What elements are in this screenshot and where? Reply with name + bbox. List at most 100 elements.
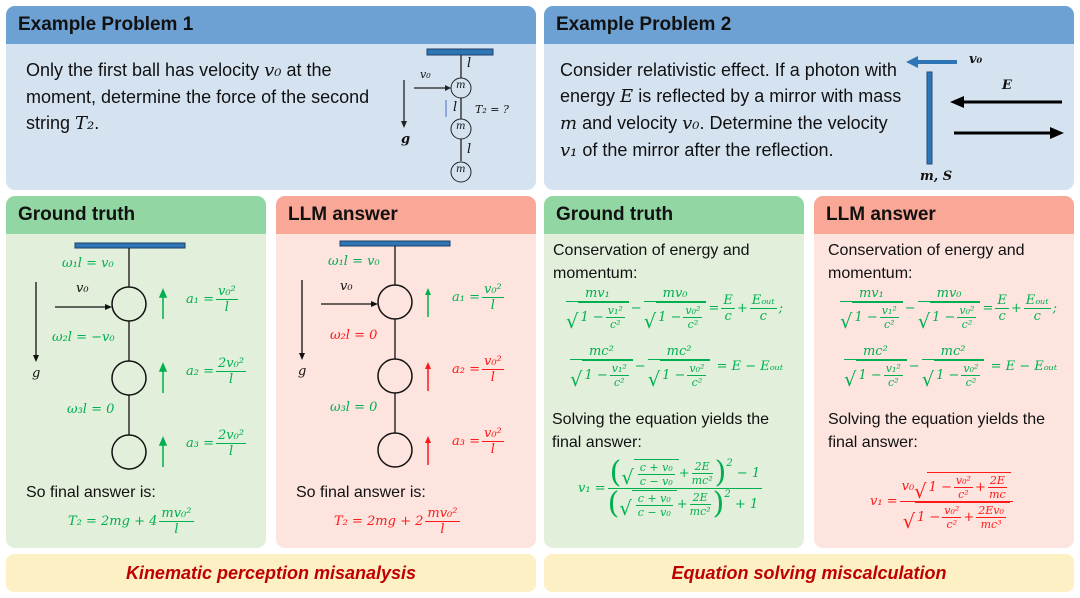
num: mv₁ bbox=[840, 286, 903, 302]
one-minus: 1 − bbox=[932, 310, 956, 325]
num: v₀² bbox=[482, 354, 504, 370]
num: v₀² bbox=[482, 282, 504, 298]
text: at the moment, determine the force of th… bbox=[26, 60, 370, 133]
three-ball-diagram bbox=[401, 48, 494, 183]
den: mc² bbox=[689, 504, 711, 518]
num: 2Ev₀ bbox=[976, 504, 1006, 518]
lhs: v₁ = bbox=[870, 494, 898, 509]
text: . bbox=[94, 113, 100, 133]
llm-answer-relativity: LLM answer Conservation of energy and mo… bbox=[814, 196, 1074, 548]
math: v₀ bbox=[682, 113, 700, 134]
rhs: = E − Eₒᵤₜ bbox=[716, 359, 784, 374]
num: E bbox=[995, 293, 1009, 309]
square: 2 bbox=[726, 458, 733, 469]
example-problem-2: Example Problem 2 Consider relativistic … bbox=[544, 6, 1074, 190]
semicolon: ; bbox=[778, 301, 784, 316]
final-label: So final answer is: bbox=[296, 484, 426, 501]
num: mc² bbox=[844, 344, 907, 360]
square: 2 bbox=[724, 489, 731, 500]
label-l: l bbox=[467, 142, 472, 157]
den: l bbox=[228, 444, 234, 459]
math: m bbox=[560, 113, 578, 134]
num: v₀² bbox=[957, 304, 977, 318]
math: E bbox=[620, 86, 634, 107]
omega1-label: ω₁l = v₀ bbox=[328, 254, 380, 269]
text: is reflected by a mirror with mass bbox=[633, 86, 902, 106]
minus-one: − 1 bbox=[736, 465, 761, 481]
omega2-label: ω₂l = −v₀ bbox=[52, 330, 115, 345]
minus: − bbox=[908, 359, 920, 374]
num: mc² bbox=[647, 344, 711, 360]
den: c² bbox=[965, 376, 977, 389]
label-l: l bbox=[467, 56, 472, 71]
lhs: v₁ = bbox=[578, 481, 606, 496]
one-minus: 1 − bbox=[584, 368, 608, 383]
num: v₀² bbox=[216, 284, 238, 300]
lhs: a₃ = bbox=[452, 434, 480, 449]
intro-text: Conservation of energy and momentum: bbox=[828, 242, 1025, 282]
den: l bbox=[228, 372, 234, 387]
den: c − v₀ bbox=[637, 505, 671, 519]
equals: = bbox=[982, 301, 994, 316]
math: v₀ bbox=[264, 60, 282, 81]
omega3-label: ω₃l = 0 bbox=[67, 402, 115, 417]
text: Consider relativistic effect. If a photo… bbox=[560, 60, 897, 106]
plus: + bbox=[676, 496, 688, 512]
num: 2v₀² bbox=[216, 356, 247, 372]
one-minus: 1 − bbox=[662, 368, 686, 383]
lhs: a₁ = bbox=[452, 290, 480, 305]
den: c² bbox=[946, 518, 958, 531]
plus: + bbox=[974, 480, 986, 495]
den: c bbox=[1033, 309, 1041, 324]
plus: + bbox=[678, 465, 690, 481]
example-problem-1: Example Problem 1 Only the first ball ha… bbox=[6, 6, 536, 190]
math: v₁ bbox=[560, 140, 578, 161]
label-t2: T₂ = ? bbox=[475, 103, 509, 116]
den: c² bbox=[687, 318, 699, 331]
den: c bbox=[724, 309, 732, 324]
problem-text: Only the first ball has velocity v₀ at t… bbox=[26, 57, 376, 137]
den: l bbox=[490, 442, 495, 457]
label-m: m bbox=[456, 80, 466, 91]
rhs: = E − Eₒᵤₜ bbox=[990, 359, 1058, 374]
label-E: E bbox=[1002, 78, 1012, 93]
label-m: m bbox=[456, 121, 466, 132]
omega3-label: ω₃l = 0 bbox=[330, 400, 378, 415]
den: mc bbox=[989, 488, 1006, 501]
lhs: a₁ = bbox=[186, 292, 214, 307]
one-minus: 1 − bbox=[936, 368, 960, 383]
den: l bbox=[174, 522, 179, 537]
num: mv₀ bbox=[917, 286, 981, 302]
panel-title: LLM answer bbox=[276, 196, 536, 234]
label-mass-area: m, S bbox=[920, 169, 953, 184]
ground-truth-kinematics: Ground truth ω₁l = v₀ ω₂l = −v₀ ω₃l = 0 … bbox=[6, 196, 266, 548]
llm-answer-kinematics: LLM answer ω₁l = v₀ ω₂l = 0 ω₃l = 0 v₀ g… bbox=[276, 196, 536, 548]
num: 2E bbox=[689, 491, 711, 505]
label-m: m bbox=[456, 164, 466, 175]
den: l bbox=[440, 522, 445, 537]
num: mv₁ bbox=[566, 286, 629, 302]
num: v₁² bbox=[605, 304, 625, 318]
minus: − bbox=[634, 359, 646, 374]
label-v0: v₀ bbox=[420, 68, 431, 81]
text: Only the first ball has velocity bbox=[26, 60, 265, 80]
one-minus: 1 − bbox=[928, 480, 952, 495]
den: mc³ bbox=[980, 518, 1002, 531]
num: mv₀² bbox=[425, 506, 460, 522]
minus: − bbox=[630, 301, 642, 316]
den: c² bbox=[887, 376, 899, 389]
num: v₀² bbox=[942, 504, 962, 518]
num: v₀² bbox=[683, 304, 703, 318]
num: v₁² bbox=[883, 362, 903, 376]
semicolon: ; bbox=[1052, 301, 1058, 316]
num: v₀² bbox=[961, 362, 981, 376]
den: c bbox=[759, 309, 767, 324]
problem-text: Consider relativistic effect. If a photo… bbox=[560, 57, 905, 164]
